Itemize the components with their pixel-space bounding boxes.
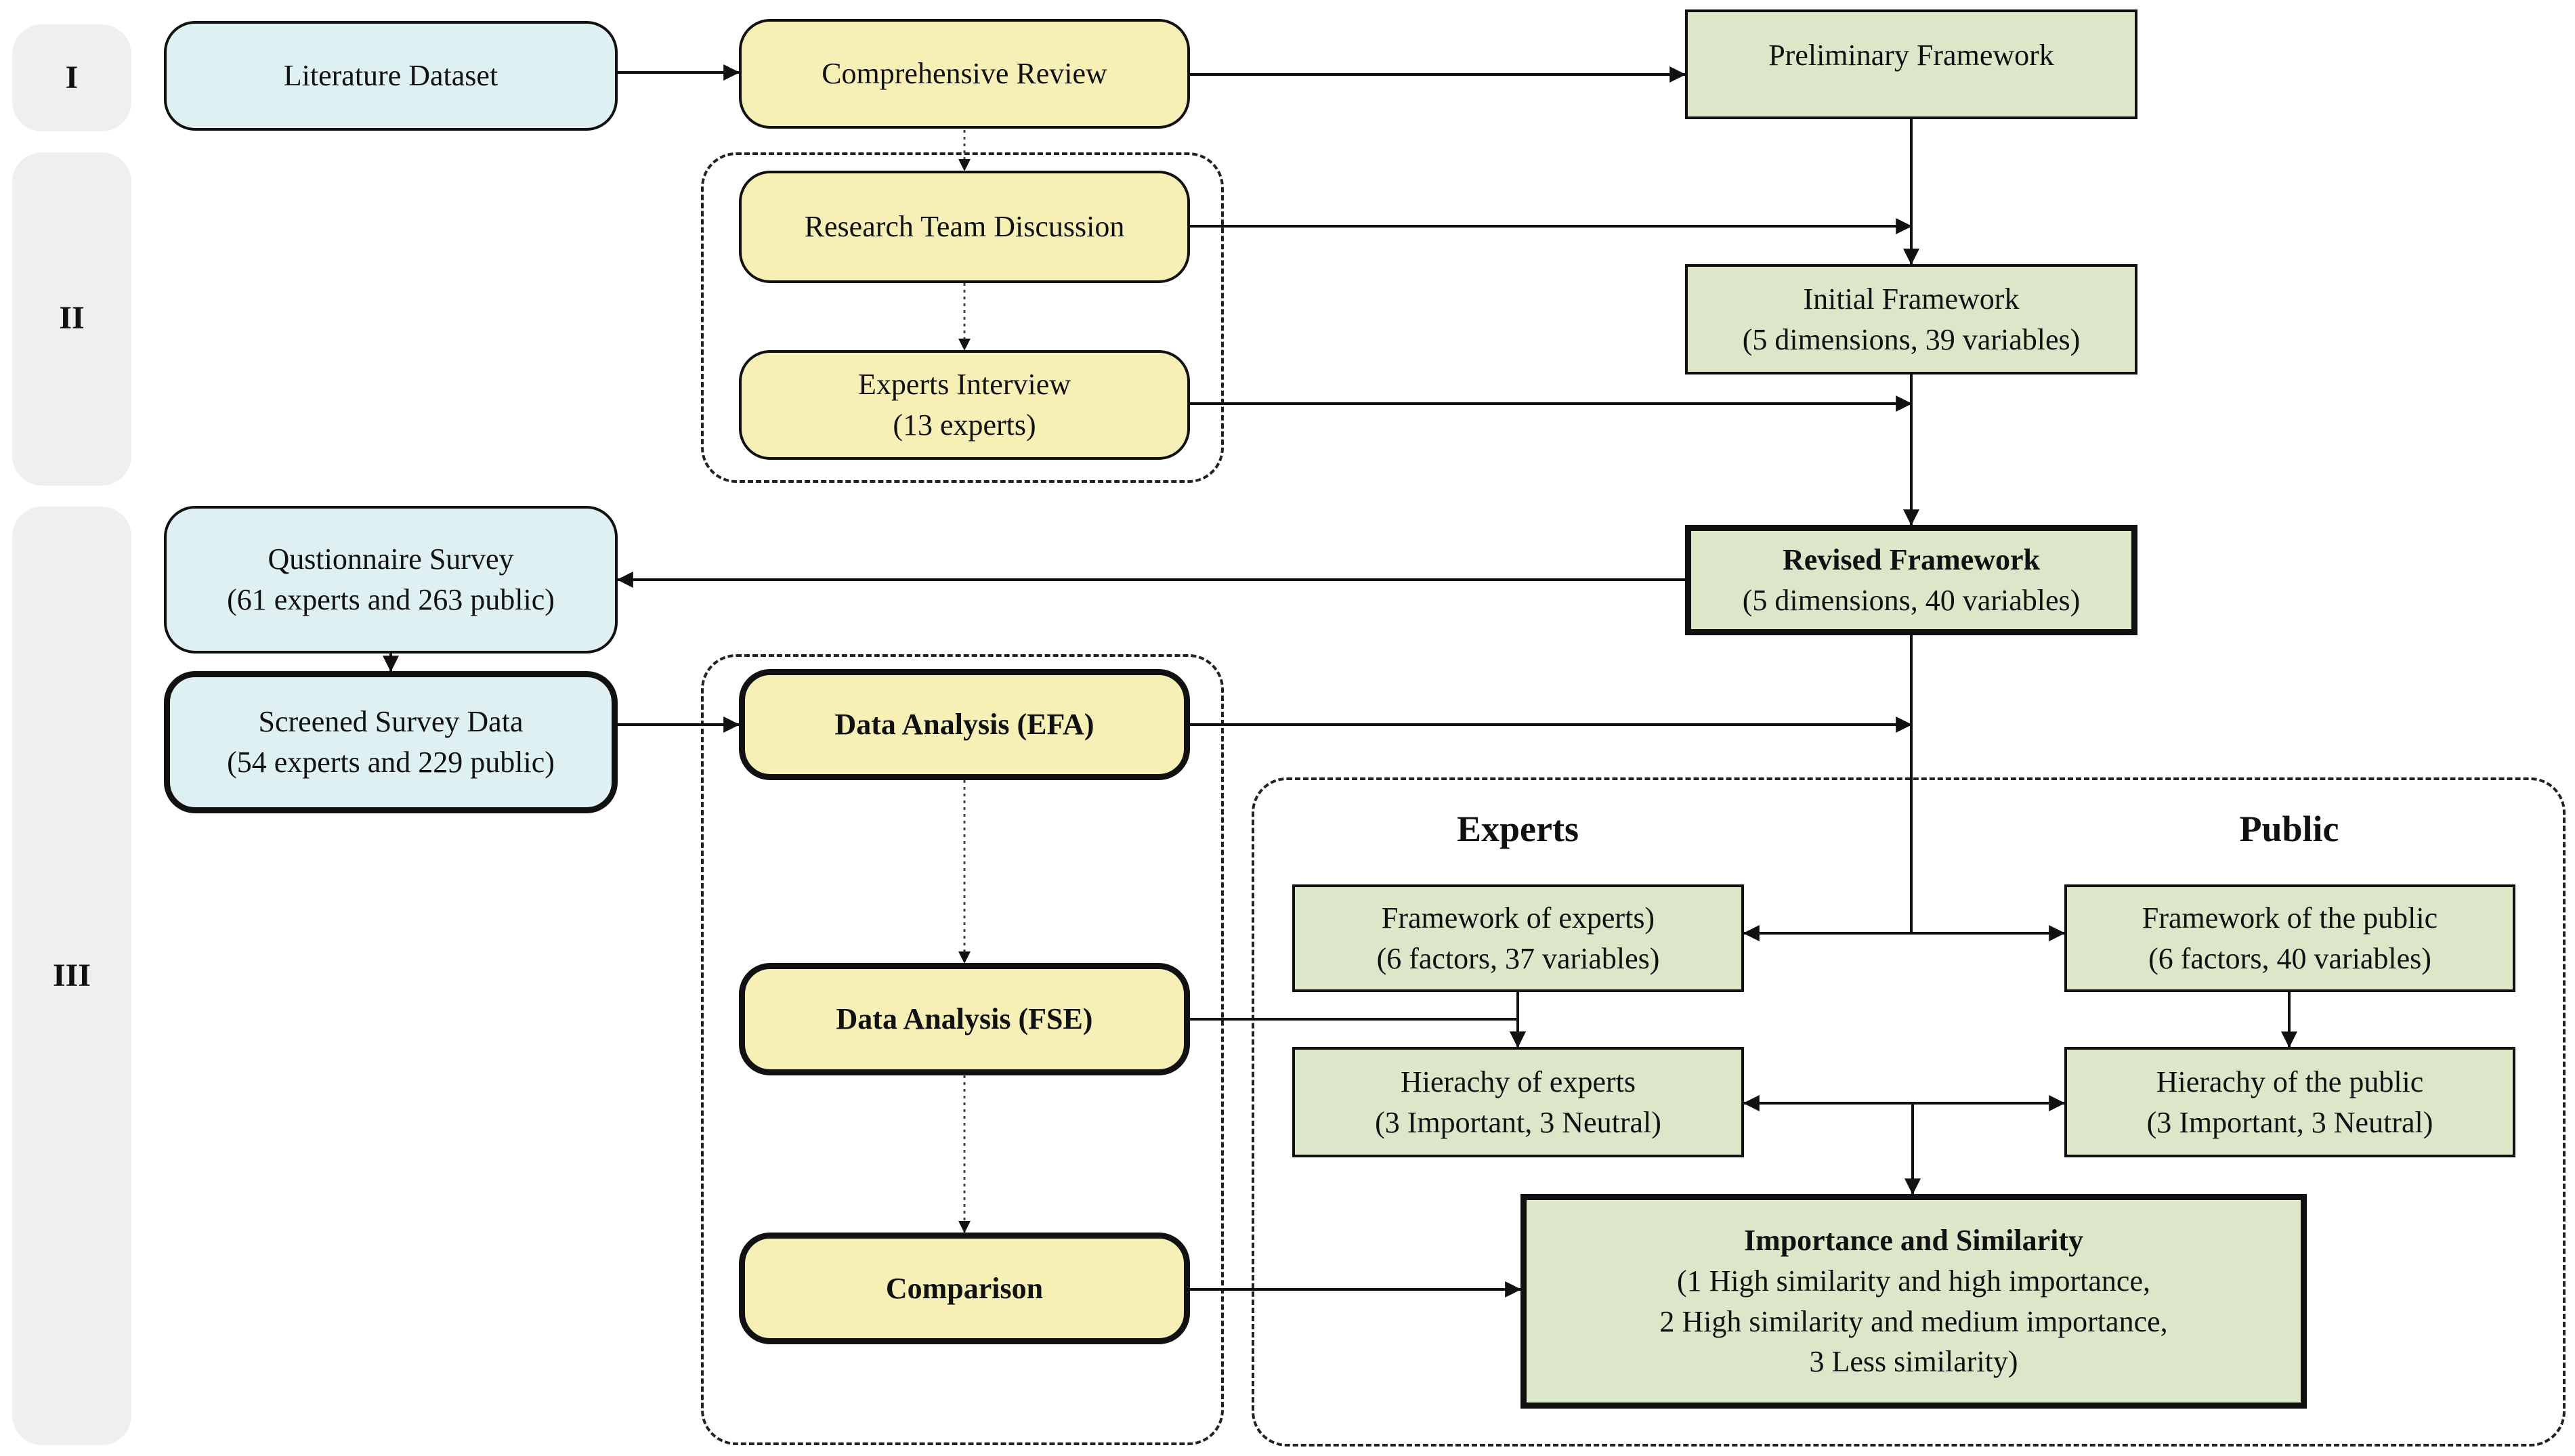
questionnaire-survey-detail: (61 experts and 263 public) (227, 583, 555, 616)
comprehensive-review-title: Comprehensive Review (822, 57, 1107, 91)
literature-dataset-title: Literature Dataset (283, 59, 498, 93)
initial-framework-box: Initial Framework (5 dimensions, 39 vari… (1685, 264, 2137, 374)
literature-dataset-box: Literature Dataset (164, 21, 618, 131)
framework-experts-box: Framework of experts) (6 factors, 37 var… (1292, 884, 1744, 992)
screened-survey-data-detail: (54 experts and 229 public) (227, 746, 555, 779)
questionnaire-survey-title: Qustionnaire Survey (268, 542, 514, 576)
phase-band-ii (12, 152, 131, 486)
preliminary-framework-box: Preliminary Framework (1685, 9, 2137, 119)
framework-experts-title: Framework of experts) (1381, 901, 1655, 935)
hierarchy-experts-title: Hierachy of experts (1401, 1065, 1636, 1098)
importance-similarity-line-3: 3 Less similarity) (1809, 1345, 2018, 1379)
phase-label-i: I (65, 60, 79, 95)
revised-framework-detail: (5 dimensions, 40 variables) (1742, 583, 2081, 617)
questionnaire-survey-box: Qustionnaire Survey (61 experts and 263 … (164, 506, 618, 654)
group-analysis-steps (701, 654, 1224, 1445)
hierarchy-public-box: Hierachy of the public (3 Important, 3 N… (2064, 1047, 2515, 1157)
experts-heading: Experts (1457, 809, 1579, 849)
revised-framework-box: Revised Framework (5 dimensions, 40 vari… (1685, 525, 2137, 635)
screened-survey-data-box: Screened Survey Data (54 experts and 229… (164, 671, 618, 813)
data-analysis-efa-box: Data Analysis (EFA) (739, 669, 1190, 780)
initial-framework-detail: (5 dimensions, 39 variables) (1742, 322, 2081, 356)
preliminary-framework-title: Preliminary Framework (1768, 39, 2054, 72)
framework-public-title: Framework of the public (2142, 901, 2438, 935)
research-team-discussion-box: Research Team Discussion (739, 171, 1190, 283)
importance-similarity-line-2: 2 High similarity and medium importance, (1659, 1304, 2168, 1338)
hierarchy-public-title: Hierachy of the public (2156, 1065, 2424, 1098)
experts-interview-title: Experts Interview (858, 368, 1071, 402)
experts-interview-box: Experts Interview (13 experts) (739, 350, 1190, 460)
phase-band-iii (12, 507, 131, 1445)
group-team-and-interview (701, 152, 1224, 483)
phase-band-i (12, 24, 131, 131)
group-experts-vs-public (1252, 777, 2566, 1447)
arrow-fse-to-hierarchy-experts (1190, 1018, 1526, 1048)
initial-framework-title: Initial Framework (1803, 282, 2020, 316)
comparison-title: Comparison (885, 1271, 1044, 1305)
public-heading: Public (2239, 809, 2339, 849)
comprehensive-review-box: Comprehensive Review (739, 19, 1190, 129)
phase-label-iii: III (52, 958, 91, 993)
hierarchy-experts-box: Hierachy of experts (3 Important, 3 Neut… (1292, 1047, 1744, 1157)
framework-public-box: Framework of the public (6 factors, 40 v… (2064, 884, 2515, 992)
data-analysis-fse-title: Data Analysis (FSE) (836, 1002, 1093, 1036)
importance-similarity-line-1: (1 High similarity and high importance, (1677, 1264, 2150, 1298)
importance-similarity-title: Importance and Similarity (1743, 1223, 2084, 1257)
data-analysis-efa-title: Data Analysis (EFA) (834, 708, 1094, 742)
hierarchy-experts-detail: (3 Important, 3 Neutral) (1375, 1105, 1661, 1139)
experts-interview-detail: (13 experts) (893, 408, 1036, 442)
screened-survey-data-title: Screened Survey Data (258, 705, 524, 739)
phase-label-ii: II (59, 300, 85, 336)
data-analysis-fse-box: Data Analysis (FSE) (739, 963, 1190, 1075)
framework-experts-detail: (6 factors, 37 variables) (1376, 941, 1660, 975)
importance-similarity-box: Importance and Similarity (1 High simila… (1520, 1194, 2307, 1409)
framework-public-detail: (6 factors, 40 variables) (2148, 941, 2431, 975)
research-team-discussion-title: Research Team Discussion (804, 210, 1125, 244)
comparison-box: Comparison (739, 1233, 1190, 1344)
revised-framework-title: Revised Framework (1782, 542, 2040, 576)
hierarchy-public-detail: (3 Important, 3 Neutral) (2146, 1105, 2433, 1139)
